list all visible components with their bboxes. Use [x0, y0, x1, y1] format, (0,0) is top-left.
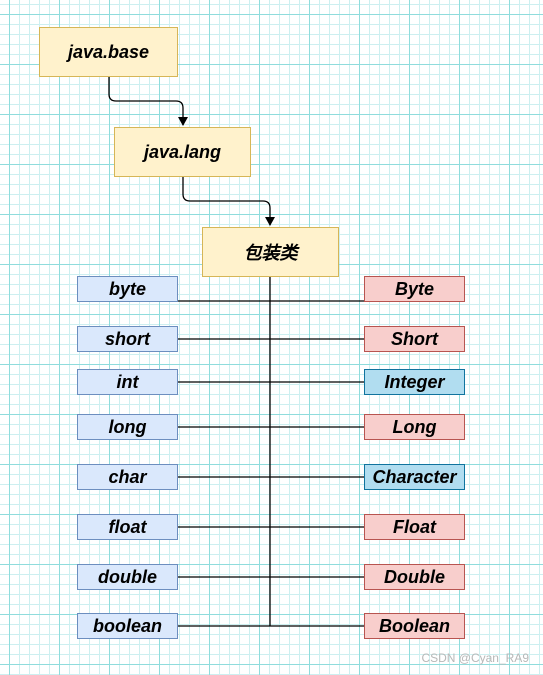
wrapper-byte[interactable]: Byte: [364, 276, 465, 302]
wrapper-double[interactable]: Double: [364, 564, 465, 590]
primitive-float[interactable]: float: [77, 514, 178, 540]
edge-java-lang-to-wrapper: [182, 177, 275, 226]
node-wrapper-class[interactable]: 包装类: [202, 227, 339, 277]
wrapper-boolean[interactable]: Boolean: [364, 613, 465, 639]
primitive-double[interactable]: double: [77, 564, 178, 590]
wrapper-character[interactable]: Character: [364, 464, 465, 490]
wrapper-integer[interactable]: Integer: [364, 369, 465, 395]
primitive-long[interactable]: long: [77, 414, 178, 440]
wrapper-short[interactable]: Short: [364, 326, 465, 352]
wrapper-long[interactable]: Long: [364, 414, 465, 440]
primitive-byte[interactable]: byte: [77, 276, 178, 302]
primitive-int[interactable]: int: [77, 369, 178, 395]
primitive-short[interactable]: short: [77, 326, 178, 352]
primitive-char[interactable]: char: [77, 464, 178, 490]
watermark: CSDN @Cyan_RA9: [421, 651, 529, 665]
primitive-boolean[interactable]: boolean: [77, 613, 178, 639]
node-java-base[interactable]: java.base: [39, 27, 178, 77]
node-java-lang[interactable]: java.lang: [114, 127, 251, 177]
wrapper-float[interactable]: Float: [364, 514, 465, 540]
edge-java-base-to-java-lang: [108, 77, 188, 126]
